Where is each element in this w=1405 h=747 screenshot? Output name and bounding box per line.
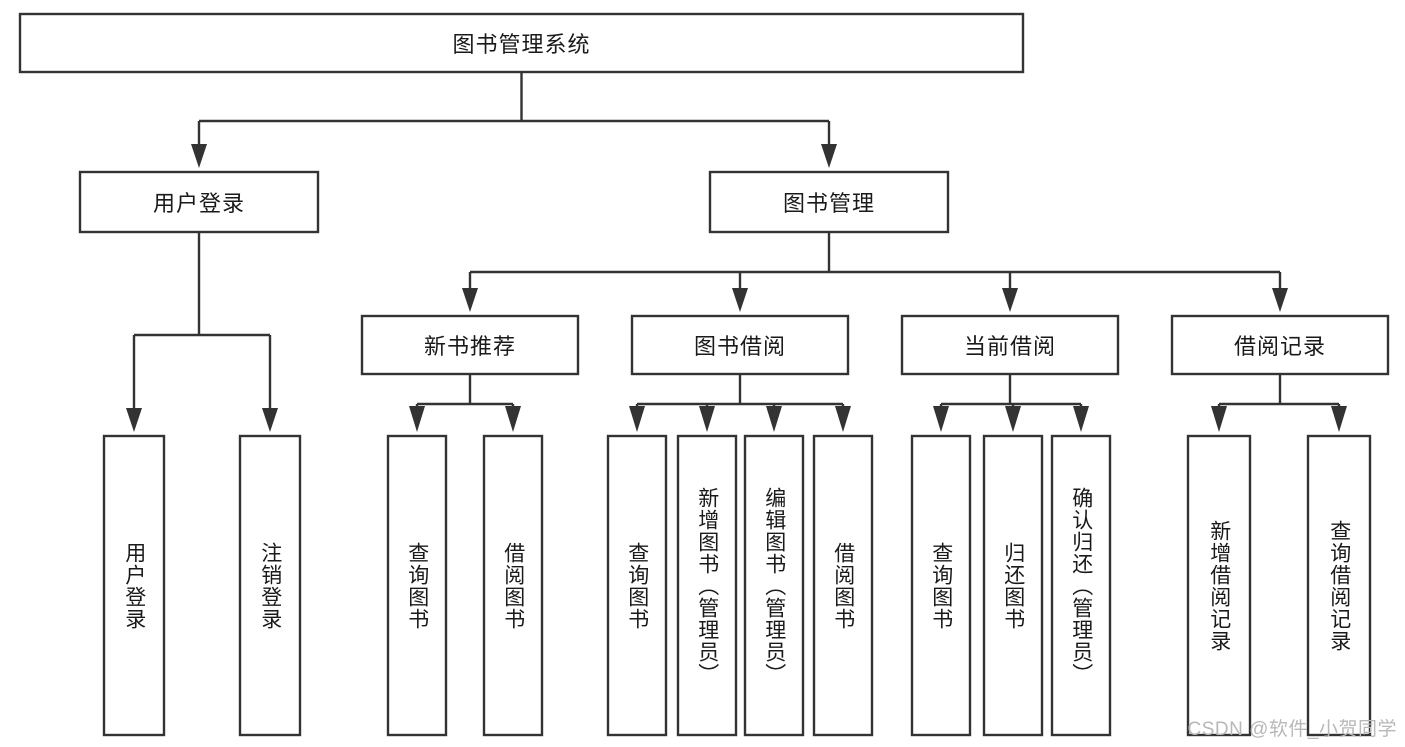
node-box-l-borrow-book-1[interactable] <box>482 434 544 737</box>
node-box-user-login[interactable] <box>78 170 320 234</box>
arrow-head-l-borrow-book-2 <box>835 406 851 432</box>
arrow-head-l-add-book <box>699 406 715 432</box>
node-box-leaf-user-logout[interactable] <box>238 434 302 737</box>
connector-group-borrow-record <box>1211 374 1347 432</box>
arrow-head-l-query-record <box>1331 406 1347 432</box>
arrow-head-book-borrow <box>732 288 748 312</box>
arrow-head-leaf-user-login <box>126 408 142 432</box>
connector-group-book-borrow <box>629 374 851 432</box>
node-box-borrow-record[interactable] <box>1170 314 1390 376</box>
node-box-l-query-book-2[interactable] <box>606 434 668 737</box>
arrow-head-l-query-book-1 <box>409 406 425 432</box>
node-box-book-manage[interactable] <box>708 170 950 234</box>
arrow-head-book-manage <box>821 144 837 168</box>
node-box-l-query-record[interactable] <box>1306 434 1372 737</box>
connector-group-book-manage <box>462 232 1288 312</box>
connector-group-current-borrow <box>933 374 1089 432</box>
node-box-current-borrow[interactable] <box>900 314 1120 376</box>
connector-group-user-login <box>126 232 278 432</box>
node-box-leaf-user-login[interactable] <box>102 434 166 737</box>
arrow-head-current-borrow <box>1002 288 1018 312</box>
node-box-l-borrow-book-2[interactable] <box>812 434 874 737</box>
node-box-l-query-book-3[interactable] <box>910 434 972 737</box>
node-box-l-return-book[interactable] <box>982 434 1044 737</box>
node-box-l-edit-book[interactable] <box>743 434 805 737</box>
arrow-head-user-login <box>191 144 207 168</box>
arrow-head-l-query-book-2 <box>629 406 645 432</box>
connector-group-new-book-rec <box>409 374 521 432</box>
node-box-l-query-book-1[interactable] <box>386 434 448 737</box>
node-box-l-add-book[interactable] <box>676 434 738 737</box>
arrow-head-l-edit-book <box>766 406 782 432</box>
arrow-head-borrow-record <box>1272 288 1288 312</box>
node-box-root[interactable] <box>18 12 1025 74</box>
node-box-l-confirm-return[interactable] <box>1050 434 1112 737</box>
connector-group-root <box>191 72 837 168</box>
node-box-book-borrow[interactable] <box>630 314 850 376</box>
node-box-l-add-record[interactable] <box>1186 434 1252 737</box>
arrow-head-leaf-user-logout <box>262 408 278 432</box>
arrow-head-l-return-book <box>1005 406 1021 432</box>
csdn-watermark: CSDN @软件_小贺同学 <box>1187 719 1397 740</box>
arrow-head-new-book-rec <box>462 288 478 312</box>
arrow-head-l-borrow-book-1 <box>505 406 521 432</box>
arrow-head-l-add-record <box>1211 406 1227 432</box>
node-box-new-book-rec[interactable] <box>360 314 580 376</box>
arrow-head-l-confirm-return <box>1073 406 1089 432</box>
arrow-head-l-query-book-3 <box>933 406 949 432</box>
